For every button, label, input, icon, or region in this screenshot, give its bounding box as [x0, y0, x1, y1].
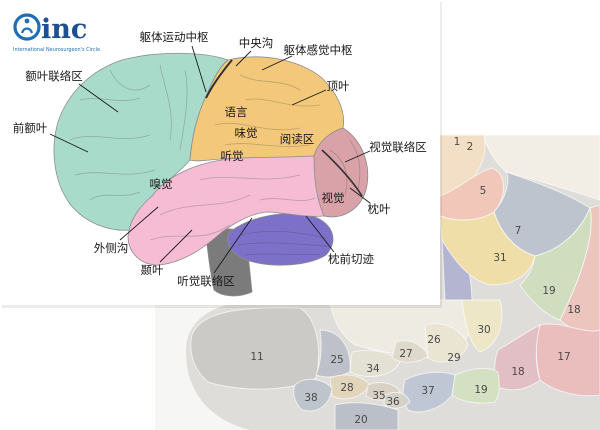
medial-area-number: 11 — [250, 351, 263, 363]
medial-area-number: 34 — [366, 363, 380, 375]
medial-area-number: 18 — [511, 366, 524, 378]
medial-area-numbers: 1 2 5 7 31 19 18 30 26 27 29 11 25 34 17… — [250, 136, 580, 426]
lateral-labels: 躯体运动中枢 中央沟 躯体感觉中枢 额叶联络区 顶叶 语言 前额叶 味觉 阅读区… — [13, 30, 427, 288]
medial-area-region — [424, 323, 469, 363]
medial-area-number: 19 — [474, 384, 487, 396]
medial-area-region — [451, 367, 500, 404]
central-sulcus-line — [205, 59, 233, 99]
label-frontal-association-area: 额叶联络区 — [25, 69, 83, 83]
medial-area-region — [190, 307, 320, 390]
medial-area-region — [349, 349, 401, 378]
cerebellum-region — [227, 213, 334, 266]
medial-area-region — [461, 299, 503, 353]
leader-lines — [49, 45, 371, 274]
label-reading-area: 阅读区 — [280, 132, 315, 146]
medial-area-region — [483, 134, 600, 201]
label-visual-association-area: 视觉联络区 — [369, 140, 427, 154]
medial-area-number: 27 — [399, 348, 412, 360]
parieto-occipital-line — [321, 149, 363, 197]
label-taste: 味觉 — [235, 126, 258, 140]
medial-brain — [186, 134, 600, 430]
medial-area-number: 38 — [304, 392, 317, 404]
label-somatosensory-center: 躯体感觉中枢 — [284, 43, 353, 57]
label-somatic-motor-center: 躯体运动中枢 — [140, 30, 209, 44]
temporal-lobe-region — [127, 155, 325, 266]
label-hearing: 听觉 — [221, 149, 244, 163]
medial-area-region — [293, 378, 333, 412]
medial-area-number: 1 — [454, 136, 461, 148]
medial-area-number: 36 — [386, 396, 400, 408]
logo-wordmark: inc — [41, 14, 87, 45]
medial-area-number: 35 — [372, 390, 385, 402]
medial-area-number: 5 — [480, 185, 487, 197]
label-parietal-lobe: 顶叶 — [327, 79, 350, 93]
label-central-sulcus: 中央沟 — [239, 36, 274, 50]
label-temporal-lobe: 颞叶 — [141, 263, 164, 277]
label-vision: 视觉 — [322, 191, 345, 205]
medial-area-number: 37 — [421, 385, 434, 397]
label-occipital-lobe: 枕叶 — [368, 202, 391, 216]
gyri-texture — [69, 64, 361, 256]
logo-ring-icon — [13, 13, 41, 41]
medial-area-number: 2 — [467, 141, 474, 153]
label-preoccipital-notch: 枕前切迹 — [328, 252, 374, 266]
label-smell: 嗅觉 — [150, 177, 173, 191]
medial-area-number: 7 — [515, 225, 522, 237]
label-auditory-association-area: 听觉联络区 — [177, 274, 235, 288]
medial-area-region — [334, 402, 399, 430]
medial-area-number: 31 — [493, 252, 506, 264]
medial-area-number: 17 — [557, 351, 570, 363]
logo: inc International Neurosurgeon's Circle — [13, 13, 100, 53]
lateral-view-panel: inc International Neurosurgeon's Circle — [0, 0, 442, 308]
medial-area-number: 29 — [447, 352, 460, 364]
medial-area-number: 25 — [330, 354, 343, 366]
label-prefrontal-lobe: 前额叶 — [13, 121, 48, 135]
medial-area-number: 30 — [477, 324, 490, 336]
label-language: 语言 — [225, 105, 248, 119]
label-lateral-sulcus: 外侧沟 — [94, 241, 129, 255]
medial-area-number: 20 — [354, 414, 367, 426]
medial-area-number: 28 — [340, 382, 353, 394]
medial-area-number: 19 — [542, 285, 555, 297]
medial-area-number: 18 — [567, 304, 580, 316]
logo-subtitle: International Neurosurgeon's Circle — [13, 47, 100, 53]
medial-area-number: 26 — [427, 334, 441, 346]
lateral-brain — [53, 52, 369, 297]
